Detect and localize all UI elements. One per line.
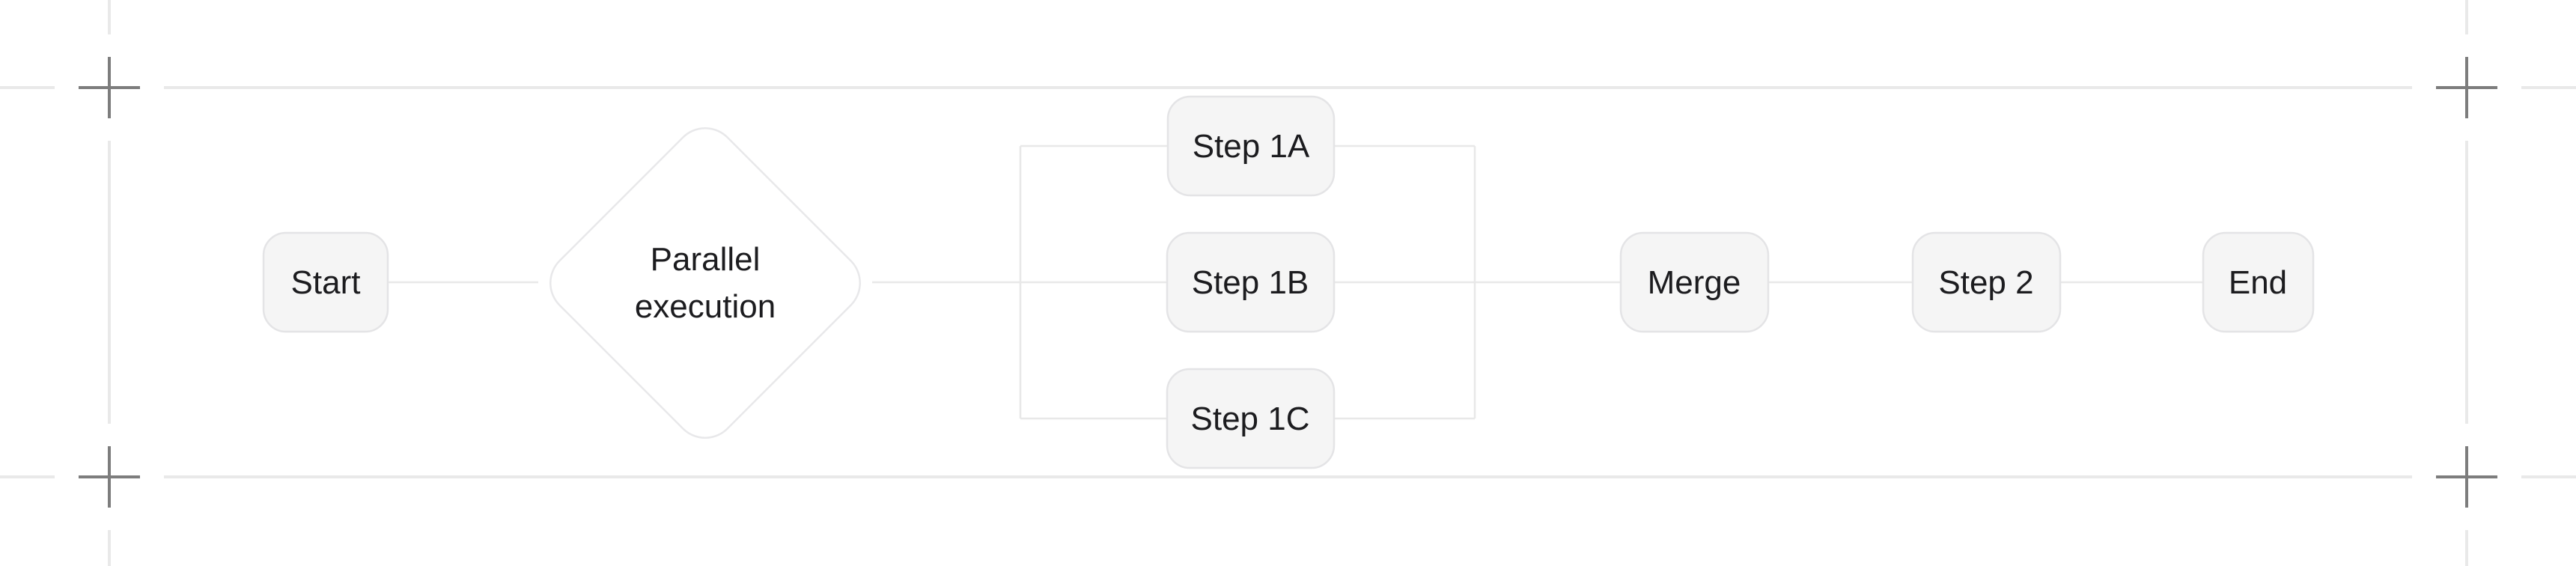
node-step-1a[interactable]: Step 1A (1166, 95, 1336, 197)
node-parallel-execution-label-line2: execution (635, 288, 776, 325)
node-step-1b[interactable]: Step 1B (1166, 231, 1336, 333)
flowchart-nodes: Start Parallel execution Step 1A Step 1B… (262, 95, 2315, 469)
node-merge[interactable]: Merge (1619, 231, 1770, 333)
node-start[interactable]: Start (262, 231, 389, 333)
node-step-2-label: Step 2 (1938, 264, 2033, 301)
node-end-shape (2202, 231, 2315, 333)
crop-mark-top-left (79, 57, 140, 118)
node-parallel-execution-label-line1: Parallel (651, 241, 761, 278)
node-step-2[interactable]: Step 2 (1911, 231, 2062, 333)
node-end[interactable]: End (2202, 231, 2315, 333)
node-merge-shape (1619, 231, 1770, 333)
node-step-1b-label: Step 1B (1192, 264, 1309, 301)
node-merge-label: Merge (1648, 264, 1741, 301)
node-step-1c-shape (1166, 368, 1336, 469)
crop-marks (79, 57, 2497, 508)
node-step-1b-shape (1166, 231, 1336, 333)
crop-mark-top-right (2436, 57, 2497, 118)
node-step-1c-label: Step 1C (1191, 401, 1310, 437)
node-step-1a-shape (1166, 95, 1336, 197)
node-step-1c[interactable]: Step 1C (1166, 368, 1336, 469)
crop-mark-bottom-right (2436, 446, 2497, 508)
node-step-1a-label: Step 1A (1193, 128, 1310, 165)
node-end-label: End (2229, 264, 2287, 301)
node-parallel-execution-shape (549, 127, 862, 439)
node-start-label: Start (291, 264, 361, 301)
flowchart-edges (388, 144, 2203, 420)
node-parallel-execution[interactable]: Parallel execution (538, 115, 873, 451)
node-step-2-shape (1911, 231, 2062, 333)
node-start-shape (262, 231, 389, 333)
crop-mark-bottom-left (79, 446, 140, 508)
